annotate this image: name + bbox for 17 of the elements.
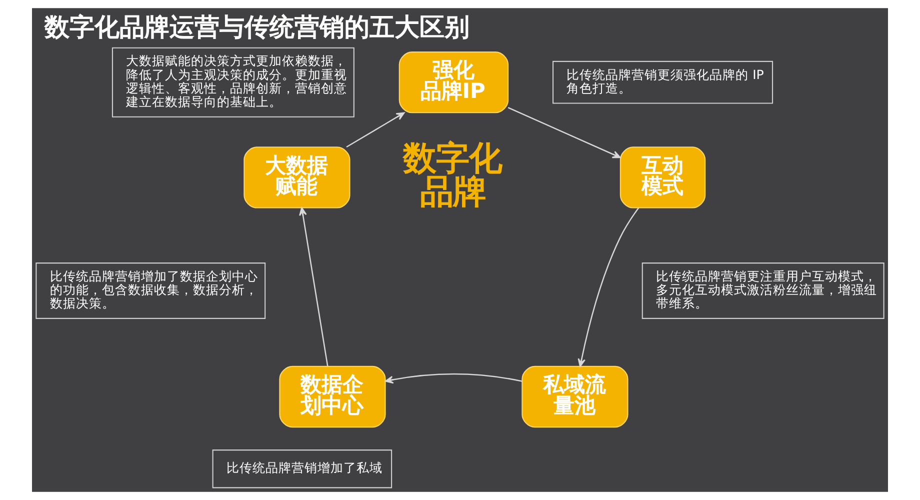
node-box: 互动模式 (620, 146, 706, 208)
node-box: 强化品牌IP (398, 52, 509, 114)
node-box: 大数据赋能的决策方式更加依赖数据，降低了人为主观决策的成分。更加重视逻辑性、客观性，品牌创新，营销创意建立在数据导向的基础上。 (112, 47, 354, 118)
node-box: 数据企划中心 (279, 366, 386, 428)
label: 数字化品牌 (403, 138, 502, 212)
arrow (299, 207, 328, 366)
arrow (384, 373, 522, 384)
node-box: 大数据赋能 (244, 146, 350, 208)
arrow (578, 207, 640, 368)
arrow (346, 112, 405, 148)
node-box: 比传统品牌营销增加了私域 (212, 450, 392, 488)
diagram-title: 数字化品牌运营与传统营销的五大区别 (44, 12, 470, 42)
node-box: 比传统品牌营销更须强化品牌的 IP角色打造。 (552, 60, 774, 104)
arrow (508, 107, 621, 158)
node-box: 比传统品牌营销更注重用户互动模式，多元化互动模式激活粉丝流量，增强纽带维系。 (642, 262, 884, 319)
node-box: 比传统品牌营销增加了数据企划中心的功能，包含数据收集，数据分析，数据决策。 (36, 262, 266, 319)
node-box: 私域流量池 (522, 366, 628, 428)
